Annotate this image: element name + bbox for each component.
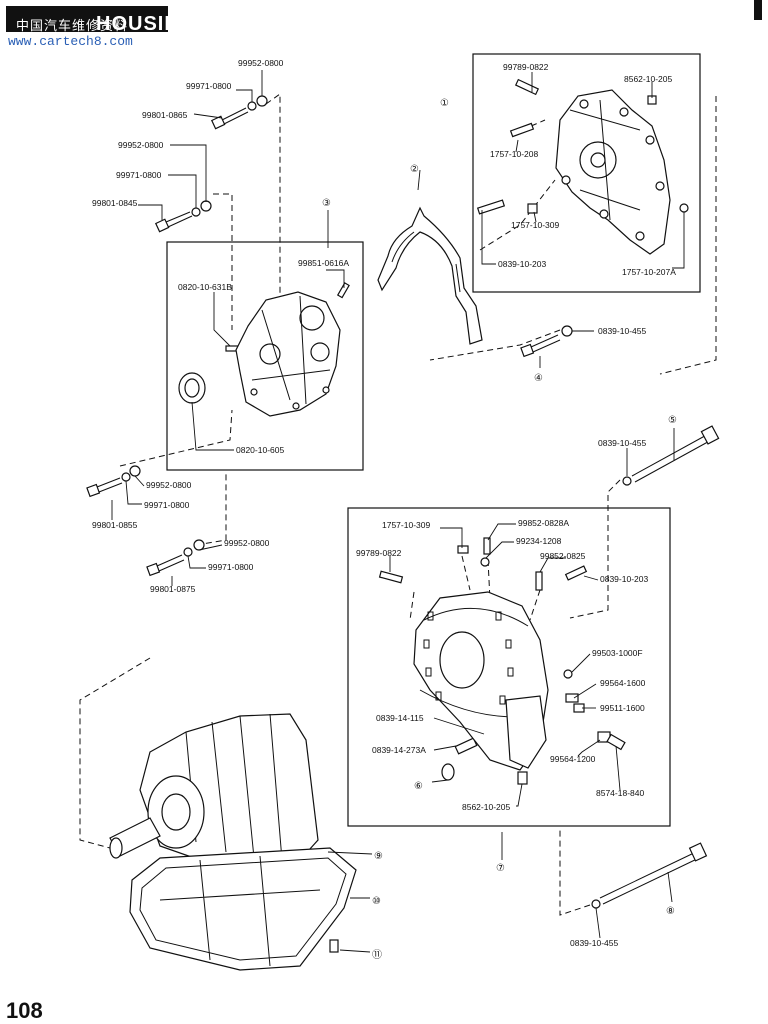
label-99971-0800-b: 99971-0800 [116, 170, 162, 180]
label-99971-0800-c: 99971-0800 [144, 500, 190, 510]
callout-4: ④ [534, 373, 543, 384]
label-1757-10-207A: 1757-10-207A [622, 267, 676, 277]
oil-pan [129, 847, 357, 971]
oil-seal [178, 372, 206, 404]
label-99801-0855: 99801-0855 [92, 520, 138, 530]
washer-0839-10-455-c [591, 899, 601, 909]
callout-7: ⑦ [496, 863, 505, 874]
front-housing [235, 291, 341, 417]
bolt-99801-0845 [154, 211, 193, 233]
label-99234-1208: 99234-1208 [516, 536, 562, 546]
watermark-url: www.cartech8.com [8, 34, 133, 49]
rear-housing [413, 591, 549, 771]
label-99952-0800-c: 99952-0800 [146, 480, 192, 490]
label-0839-14-273A: 0839-14-273A [372, 745, 426, 755]
section-title: HOUSING [96, 13, 197, 35]
callout-2: ② [410, 164, 419, 175]
label-99971-0800-d: 99971-0800 [208, 562, 254, 572]
label-0820-10-631B: 0820-10-631B [178, 282, 232, 292]
label-99564-1200: 99564-1200 [550, 754, 596, 764]
label-0839-10-455-c: 0839-10-455 [570, 938, 618, 948]
label-99511-1600: 99511-1600 [600, 703, 645, 713]
label-0839-10-203-b: 0839-10-203 [600, 574, 648, 584]
assembly-lines [79, 93, 717, 916]
studs-and-dowels [225, 78, 689, 953]
bolt-99801-0875 [146, 554, 185, 577]
bolt-item-4 [520, 334, 561, 358]
label-0839-10-455-a: 0839-10-455 [598, 326, 646, 336]
label-0839-10-455-b: 0839-10-455 [598, 438, 646, 448]
group-box-front-cover [472, 53, 701, 293]
washer-99971-0800-a [247, 101, 257, 111]
label-99952-0800-a: 99952-0800 [238, 58, 284, 68]
front-cover-gasket [377, 206, 483, 345]
callout-11: ⑪ [372, 949, 382, 961]
label-99503-1000F: 99503-1000F [592, 648, 643, 658]
callout-5: ⑤ [668, 415, 677, 426]
label-99952-0800-b: 99952-0800 [118, 140, 164, 150]
label-1757-10-309-b: 1757-10-309 [382, 520, 430, 530]
callout-10: ⑩ [372, 896, 381, 907]
callout-6: ⑥ [414, 781, 423, 792]
callout-8: ⑧ [666, 906, 675, 917]
label-0839-10-203-a: 0839-10-203 [498, 259, 546, 269]
leader-lines [111, 70, 685, 953]
label-0839-14-115: 0839-14-115 [376, 713, 424, 723]
page-edge-mark [754, 0, 762, 20]
header-chinese-watermark: 中国汽车维修资料 [16, 19, 129, 34]
washer-99971-0800-b [191, 207, 201, 217]
group-box-front-housing [166, 241, 364, 471]
label-99801-0845: 99801-0845 [92, 198, 138, 208]
label-99852-0828A: 99852-0828A [518, 518, 569, 528]
label-1757-10-208: 1757-10-208 [490, 149, 538, 159]
label-8574-18-840: 8574-18-840 [596, 788, 644, 798]
label-0820-10-605: 0820-10-605 [236, 445, 284, 455]
label-99564-1600: 99564-1600 [600, 678, 646, 688]
label-99789-0822-a: 99789-0822 [503, 62, 549, 72]
label-8562-10-205-b: 8562-10-205 [462, 802, 510, 812]
label-99851-0616A: 99851-0616A [298, 258, 349, 268]
group-box-rear-housing [347, 507, 671, 827]
label-99852-0825: 99852-0825 [540, 551, 586, 561]
label-99801-0865: 99801-0865 [142, 110, 188, 120]
washer-99952-0800-c [129, 465, 141, 477]
callout-3: ③ [322, 198, 331, 209]
washer-99971-0800-d [183, 547, 193, 557]
callout-1: ① [440, 98, 449, 109]
bolt-item-5 [631, 425, 720, 483]
front-cover [555, 89, 671, 255]
item-callouts: ① ② ③ ④ ⑤ ⑥ ⑦ ⑧ ⑨ ⑩ ⑪ [322, 98, 677, 961]
section-header-bar: 中国汽车维修资料 HOUSING [6, 6, 195, 35]
washer-0839-10-455-b [622, 476, 632, 486]
bolt-item-8 [599, 842, 708, 905]
label-99801-0875: 99801-0875 [150, 584, 196, 594]
label-8562-10-205-a: 8562-10-205 [624, 74, 672, 84]
rotor-housing-block [109, 713, 319, 867]
label-99952-0800-d: 99952-0800 [224, 538, 270, 548]
washer-99952-0800-a [256, 95, 268, 107]
bolt-99801-0865 [210, 107, 249, 130]
washer-99952-0800-d [193, 539, 205, 551]
part-number-labels: 99952-0800 99971-0800 99801-0865 99952-0… [92, 58, 676, 948]
washer-99971-0800-c [121, 472, 131, 482]
bolt-99801-0855 [86, 477, 123, 498]
label-99789-0822-b: 99789-0822 [356, 548, 402, 558]
label-1757-10-309-a: 1757-10-309 [511, 220, 559, 230]
washer-0839-10-455-a [561, 325, 573, 337]
callout-9: ⑨ [374, 851, 383, 862]
label-99971-0800-a: 99971-0800 [186, 81, 232, 91]
washer-99952-0800-b [200, 200, 212, 212]
page-number: 108 [6, 998, 43, 1023]
